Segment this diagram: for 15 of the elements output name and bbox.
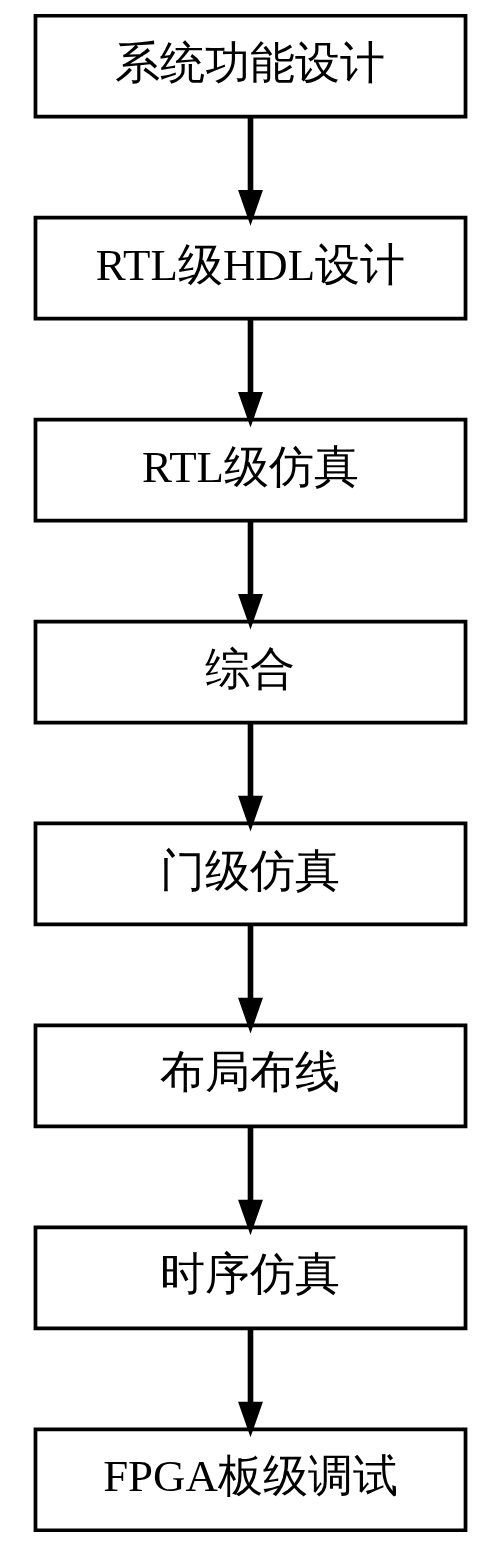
arrow xyxy=(237,520,263,630)
node-box: 时序仿真 xyxy=(33,1225,467,1331)
arrow xyxy=(237,319,263,428)
node-box: 系统功能设计 xyxy=(33,13,467,119)
arrow xyxy=(237,1126,263,1236)
arrow xyxy=(237,1328,263,1438)
arrow xyxy=(237,117,263,226)
node-box: FPGA板级调试 xyxy=(33,1427,467,1533)
arrow xyxy=(237,722,263,832)
node-box: 门级仿真 xyxy=(33,821,467,927)
node-box: 布局布线 xyxy=(33,1023,467,1129)
arrow xyxy=(237,924,263,1034)
node-box: 综合 xyxy=(33,619,467,725)
node-box: RTL级HDL设计 xyxy=(33,215,467,321)
node-box: RTL级仿真 xyxy=(33,417,467,523)
